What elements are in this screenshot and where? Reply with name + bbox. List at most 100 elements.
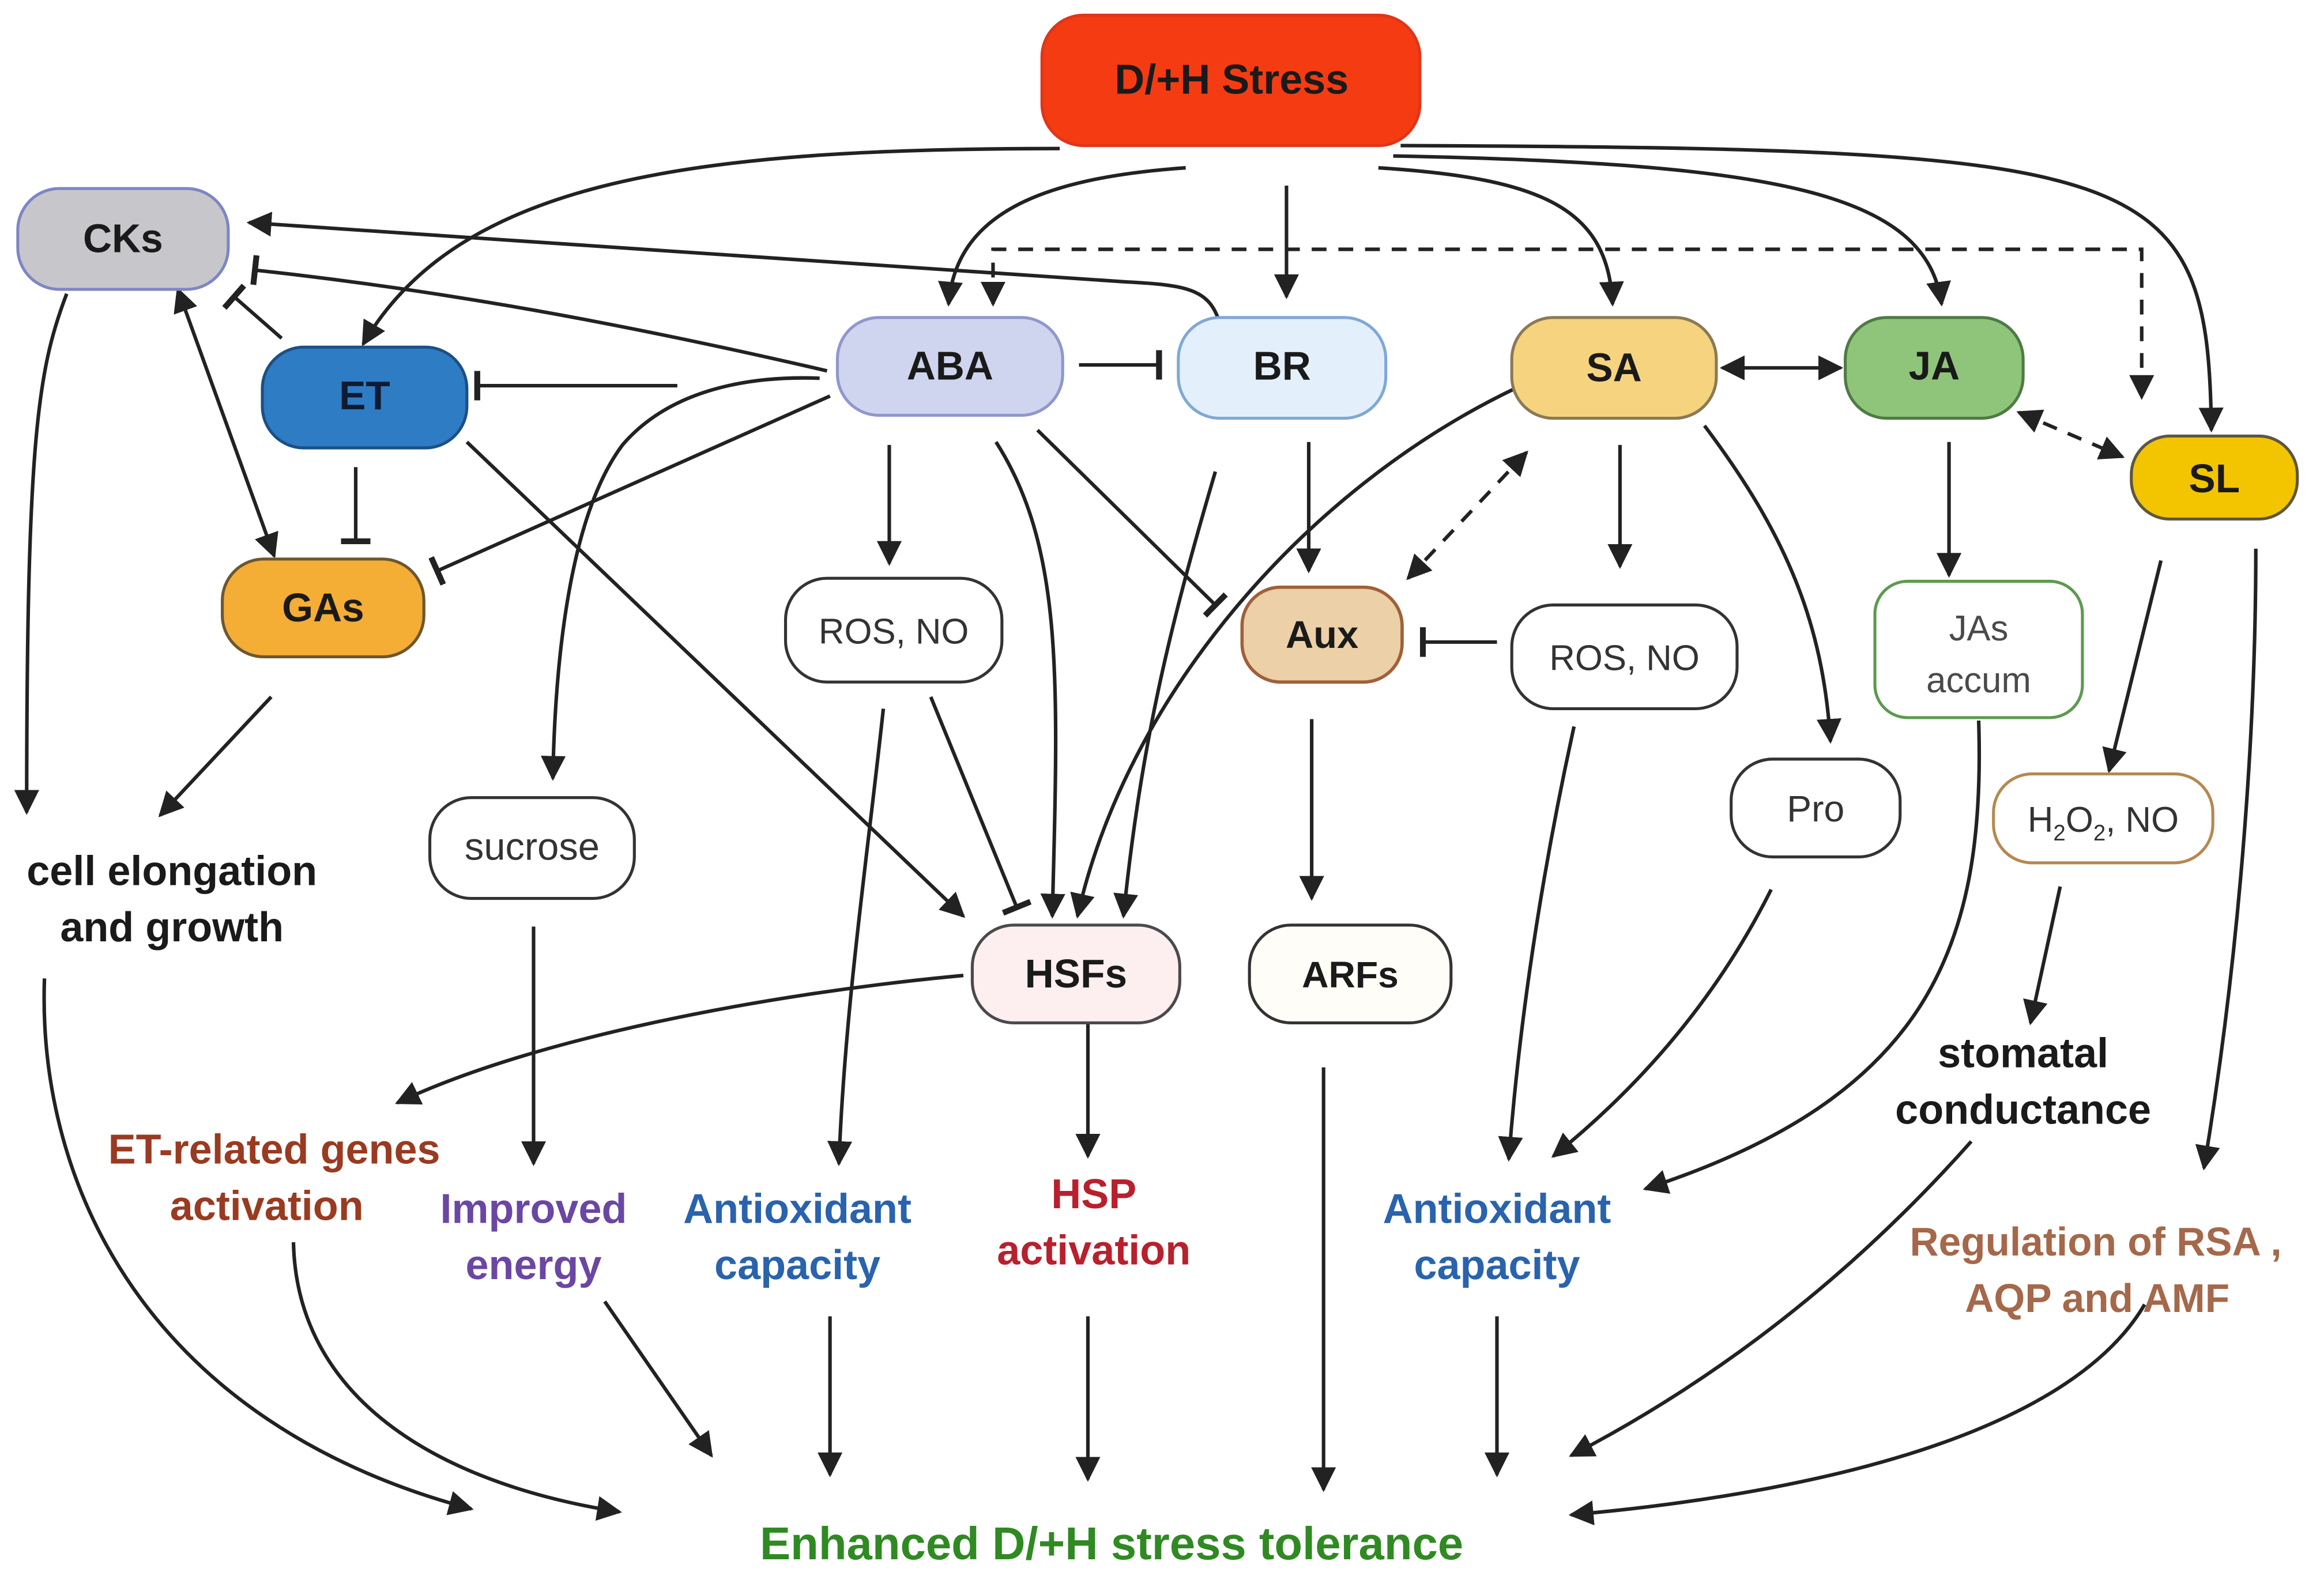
cks-box xyxy=(16,187,230,291)
antiox-right-line2: capacity xyxy=(1414,1242,1580,1288)
br-box xyxy=(1177,316,1388,420)
cks-label: CKs xyxy=(83,216,163,261)
node-hsfs: HSFs xyxy=(970,923,1181,1025)
edge-cell-to-final xyxy=(42,978,474,1515)
stomatal-line2: conductance xyxy=(1895,1087,2151,1133)
hsp-line1: HSP xyxy=(1051,1171,1136,1217)
et-label: ET xyxy=(339,373,390,418)
node-aba: ABA xyxy=(835,316,1064,417)
edge-br-to-hsfs xyxy=(1113,471,1218,919)
node-pro: Pro xyxy=(1730,757,1902,859)
node-br: BR xyxy=(1177,316,1388,420)
et-genes-line1: ET-related genes xyxy=(108,1127,440,1173)
node-sucrose: sucrose xyxy=(428,796,636,900)
pro-label: Pro xyxy=(1787,788,1844,830)
arfs-box xyxy=(1248,923,1453,1025)
node-ros-no-sa: ROS, NO xyxy=(1510,603,1739,711)
node-aux: Aux xyxy=(1240,585,1404,684)
antiox-left-line2: capacity xyxy=(714,1242,880,1288)
edge-ja-sl-dashed xyxy=(2016,409,2125,459)
outcome-antioxidant-right: Antioxidant capacity xyxy=(1383,1186,1611,1289)
arfs-label: ARFs xyxy=(1302,954,1399,996)
edge-sl-to-h2o2 xyxy=(2102,560,2163,774)
edge-stomatal-to-final xyxy=(1569,1140,1973,1457)
rsa-line2: AQP and AMF xyxy=(1965,1276,2229,1321)
edge-gas-to-cell xyxy=(158,695,273,817)
node-et: ET xyxy=(261,345,469,450)
node-h2o2-no: H2O2, NO xyxy=(1992,772,2214,865)
edge-sl-to-rsa xyxy=(2195,548,2258,1171)
ja-box xyxy=(1844,316,2025,420)
edge-sa-to-hsfs xyxy=(1070,387,1516,919)
gas-label: GAs xyxy=(282,585,364,630)
node-ros-no-aba: ROS, NO xyxy=(784,576,1004,684)
node-ja: JA xyxy=(1844,316,2025,420)
node-sa: SA xyxy=(1510,316,1718,420)
gas-box xyxy=(221,557,425,659)
antiox-left-line1: Antioxidant xyxy=(683,1186,911,1232)
ros-aba-box xyxy=(784,576,1004,684)
node-jas-accum: JAs accum xyxy=(1873,579,2084,719)
aba-box xyxy=(835,316,1064,417)
edge-et-genes-to-final xyxy=(291,1242,622,1521)
node-stress: D/+H Stress xyxy=(1040,13,1422,148)
sucrose-label: sucrose xyxy=(465,825,600,869)
h2o2-box xyxy=(1992,772,2214,865)
edge-ros-sa-to-antiox xyxy=(1498,726,1576,1162)
outcome-et-genes: ET-related genes activation xyxy=(108,1127,440,1230)
edge-stress-to-sa xyxy=(1378,166,1624,307)
edge-energy-to-final xyxy=(603,1300,713,1458)
antiox-right-line1: Antioxidant xyxy=(1383,1186,1611,1232)
outcome-cell-elongation: cell elongation and growth xyxy=(27,848,317,951)
sa-box xyxy=(1510,316,1718,420)
hsp-line2: activation xyxy=(997,1228,1191,1274)
edges xyxy=(14,144,2258,1526)
outcome-stomatal: stomatal conductance xyxy=(1895,1031,2151,1133)
jas-box xyxy=(1873,579,2084,719)
ros-sa-box xyxy=(1510,603,1739,711)
et-genes-line2: activation xyxy=(170,1183,364,1229)
hsfs-label: HSFs xyxy=(1025,951,1127,996)
edge-stress-to-ja xyxy=(1393,154,1951,307)
outcome-antioxidant-left: Antioxidant capacity xyxy=(683,1186,911,1289)
aux-label: Aux xyxy=(1286,613,1358,657)
edge-et-inhibit-cks xyxy=(222,284,283,340)
node-sl: SL xyxy=(2130,434,2299,521)
final-outcome-label: Enhanced D/+H stress tolerance xyxy=(760,1518,1463,1569)
edge-ros-aba-inhibit-hsfs xyxy=(929,696,1032,916)
node-cks: CKs xyxy=(16,187,230,291)
outcome-hsp-activation: HSP activation xyxy=(997,1171,1191,1274)
cell-line2: and growth xyxy=(60,904,284,951)
stress-box xyxy=(1040,13,1422,148)
stomatal-line1: stomatal xyxy=(1938,1031,2108,1077)
aba-label: ABA xyxy=(907,344,993,389)
ros-sa-label: ROS, NO xyxy=(1549,639,1700,678)
node-gas: GAs xyxy=(221,557,425,659)
sucrose-box xyxy=(428,796,636,900)
jas-label-line1: JAs xyxy=(1949,609,2009,649)
jas-label-line2: accum xyxy=(1926,661,2031,700)
energy-line1: Improved xyxy=(440,1186,627,1232)
edge-stress-to-sl xyxy=(1400,144,2224,433)
sl-box xyxy=(2130,434,2299,521)
edge-pro-to-antiox xyxy=(1551,888,1773,1158)
edge-br-to-cks xyxy=(246,212,1221,320)
edge-rsa-to-final xyxy=(1568,1303,2146,1526)
edge-aba-to-sucrose xyxy=(541,376,820,781)
edge-stress-to-et xyxy=(361,146,1060,346)
edge-sa-to-pro xyxy=(1702,424,1842,744)
edge-hsfs-to-et-genes xyxy=(395,974,964,1105)
h2o2-label: H2O2, NO xyxy=(2028,800,2179,846)
edge-aba-inhibit-aux xyxy=(1036,428,1228,618)
edge-aba-inhibit-cks xyxy=(250,255,828,373)
outcome-rsa: Regulation of RSA , AQP and AMF xyxy=(1909,1219,2281,1321)
rsa-line1: Regulation of RSA , xyxy=(1909,1219,2281,1264)
hsfs-box xyxy=(970,923,1181,1025)
stress-label: D/+H Stress xyxy=(1114,57,1349,103)
edge-h2o2-to-stomatal xyxy=(2023,886,2062,1025)
outcome-improved-energy: Improved energy xyxy=(440,1186,627,1289)
edge-aba-to-hsfs xyxy=(994,441,1065,919)
br-label: BR xyxy=(1253,344,1311,389)
edge-dashed-top xyxy=(980,247,2154,400)
